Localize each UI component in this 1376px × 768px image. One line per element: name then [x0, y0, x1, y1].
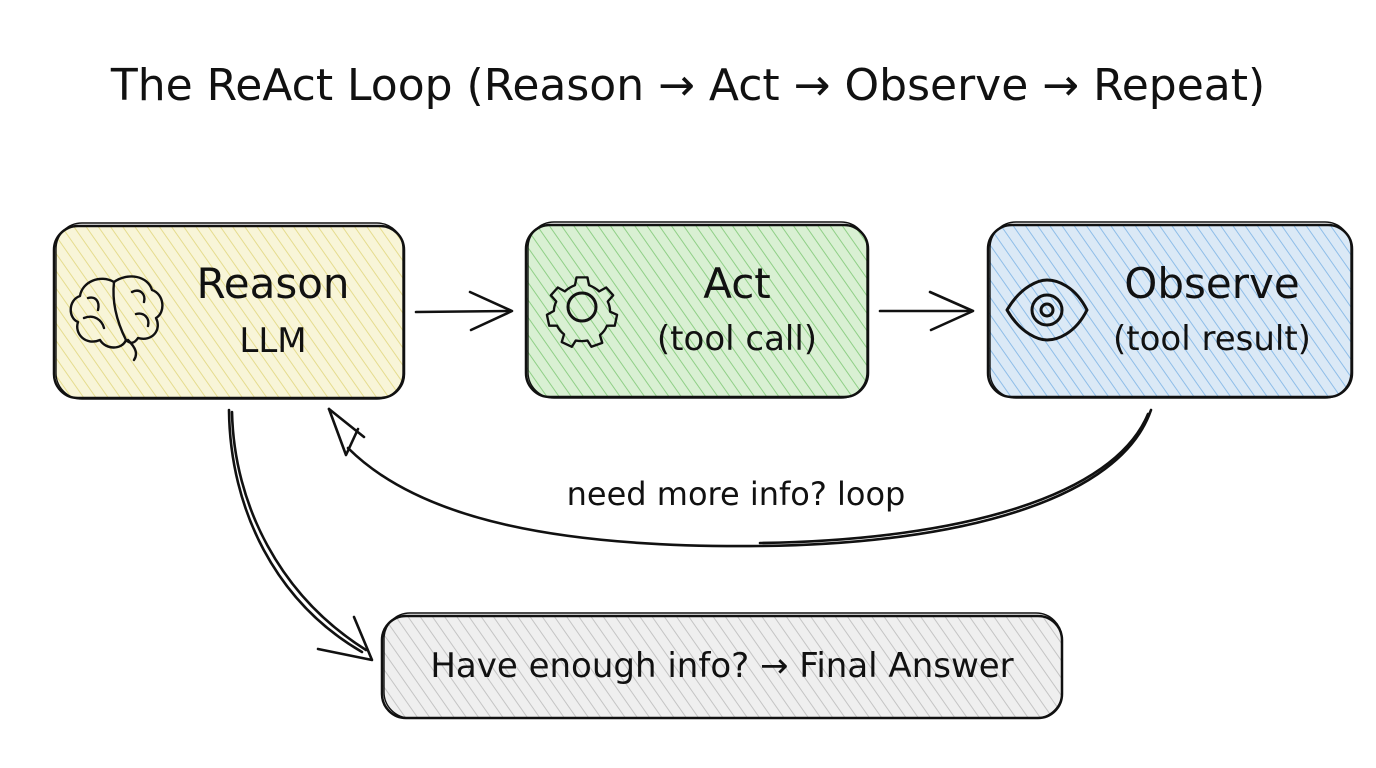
node-observe: Observe (tool result) — [986, 221, 1354, 399]
gear-icon — [545, 276, 619, 348]
node-act-sublabel: (tool call) — [657, 319, 817, 359]
node-reason: Reason LLM — [52, 222, 406, 400]
loop-label: need more info? loop — [567, 475, 906, 513]
node-act-label: Act — [703, 259, 771, 308]
eye-icon — [1005, 278, 1089, 342]
node-observe-label: Observe — [1124, 259, 1299, 308]
arrow-reason-to-act — [414, 290, 514, 332]
arrow-act-to-observe — [878, 290, 975, 332]
node-reason-label: Reason — [196, 259, 349, 308]
diagram-title: The ReAct Loop (Reason → Act → Observe →… — [110, 60, 1265, 111]
node-final-answer-label: Have enough info? → Final Answer — [430, 646, 1013, 686]
brain-icon — [69, 275, 164, 362]
node-act: Act (tool call) — [524, 221, 870, 399]
node-reason-sublabel: LLM — [239, 321, 306, 361]
node-observe-sublabel: (tool result) — [1113, 319, 1311, 359]
arrow-loop-back — [327, 407, 1153, 548]
arrow-reason-to-final — [227, 408, 374, 662]
node-final-answer: Have enough info? → Final Answer — [380, 612, 1064, 720]
